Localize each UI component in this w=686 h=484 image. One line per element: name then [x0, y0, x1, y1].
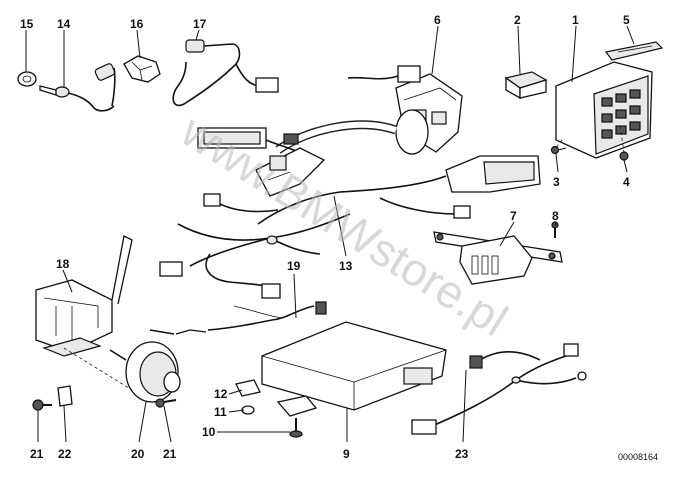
drawing-code: 00008164: [618, 452, 658, 462]
part-21-screw-right: [155, 398, 177, 408]
callout-7: 7: [510, 209, 517, 223]
part-1-control-unit: [555, 61, 653, 159]
callout-2: 2: [514, 13, 521, 27]
callout-11: 11: [214, 405, 227, 419]
callout-14: 14: [57, 17, 71, 31]
callout-1: 1: [572, 13, 579, 27]
part-23-harness: [411, 343, 587, 435]
part-19-sensor: [149, 301, 327, 335]
callout-5: 5: [623, 13, 630, 27]
part-13-harness: [159, 193, 351, 299]
part-17-cable: [172, 39, 279, 107]
part-13-connector: [257, 155, 541, 225]
callout-21-right: 21: [163, 447, 177, 461]
part-21-screw-left: [32, 399, 52, 411]
part-6-steering-switch: [275, 65, 463, 155]
callout-23: 23: [455, 447, 469, 461]
callout-6: 6: [434, 13, 441, 27]
leader-lines: [25, 25, 635, 443]
part-12-nut: [235, 379, 261, 397]
callout-16: 16: [130, 17, 144, 31]
part-6-stalk: [255, 147, 326, 197]
callout-17: 17: [193, 17, 207, 31]
callout-9: 9: [343, 447, 350, 461]
callout-4: 4: [623, 175, 630, 189]
callout-20: 20: [131, 447, 145, 461]
part-9-control-box: [261, 321, 447, 417]
part-3-screw: [550, 145, 567, 155]
part-14-socket: [39, 85, 115, 112]
part-22-clip: [57, 385, 73, 407]
watermark: www.BMWstore.pl: [172, 104, 517, 346]
part-5-strip: [604, 41, 664, 61]
callout-19: 19: [287, 259, 301, 273]
callout-13: 13: [339, 259, 353, 273]
callout-21-left: 21: [30, 447, 44, 461]
part-18-bracket: [35, 235, 133, 357]
guide-lines: [63, 125, 625, 391]
part-20-horn: [109, 341, 181, 403]
callout-10: 10: [202, 425, 216, 439]
callout-8: 8: [552, 209, 559, 223]
part-4-screw: [619, 151, 629, 161]
part-7-module-bracket: [433, 231, 563, 285]
part-10-bolt: [289, 418, 303, 438]
callout-3: 3: [553, 175, 560, 189]
callout-22: 22: [58, 447, 72, 461]
part-2-module: [504, 71, 548, 100]
part-15-ring: [17, 71, 37, 87]
part-14-connector: [94, 63, 116, 107]
callout-12: 12: [214, 387, 228, 401]
callout-15: 15: [20, 17, 34, 31]
part-16-clip: [123, 55, 161, 83]
callouts: 15 14 16 17 6 2 1 5 3 4 7 8 13 18 19 12 …: [20, 13, 630, 461]
callout-18: 18: [56, 257, 70, 271]
